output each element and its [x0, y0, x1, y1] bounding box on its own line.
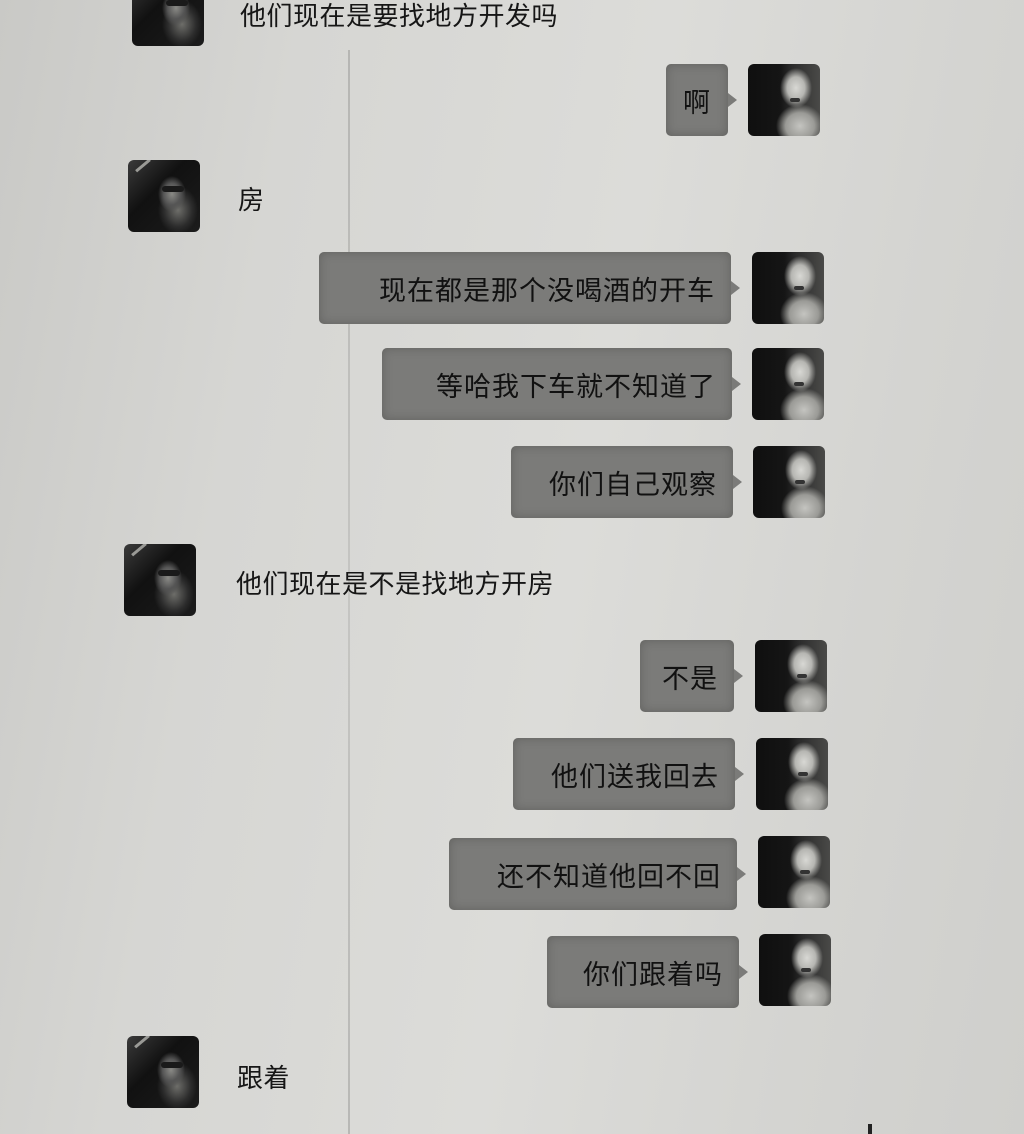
contact-avatar[interactable]	[124, 544, 196, 616]
outgoing-message-bubble: 你们跟着吗	[547, 936, 748, 1008]
self-avatar[interactable]	[752, 252, 824, 324]
contact-avatar[interactable]	[127, 1036, 199, 1108]
incoming-message: 他们现在是要找地方开发吗	[240, 2, 559, 32]
outgoing-message-bubble: 现在都是那个没喝酒的开车	[319, 252, 740, 324]
outgoing-message-bubble: 你们自己观察	[511, 446, 742, 518]
contact-avatar[interactable]	[132, 0, 204, 46]
outgoing-message-bubble: 不是	[640, 640, 743, 712]
self-avatar[interactable]	[759, 934, 831, 1006]
self-avatar[interactable]	[753, 446, 825, 518]
self-avatar[interactable]	[755, 640, 827, 712]
self-avatar[interactable]	[748, 64, 820, 136]
incoming-message: 他们现在是不是找地方开房	[236, 570, 555, 600]
outgoing-message-bubble: 他们送我回去	[513, 738, 744, 810]
paper-fold-line	[348, 50, 350, 1134]
outgoing-message-bubble: 还不知道他回不回	[449, 838, 746, 910]
incoming-message: 房	[238, 186, 265, 216]
self-avatar[interactable]	[752, 348, 824, 420]
incoming-message: 跟着	[237, 1064, 291, 1094]
self-avatar[interactable]	[756, 738, 828, 810]
outgoing-message-bubble: 等哈我下车就不知道了	[382, 348, 741, 420]
self-avatar[interactable]	[758, 836, 830, 908]
outgoing-message-bubble: 啊	[666, 64, 737, 136]
contact-avatar[interactable]	[128, 160, 200, 232]
paper-mark	[868, 1124, 872, 1134]
